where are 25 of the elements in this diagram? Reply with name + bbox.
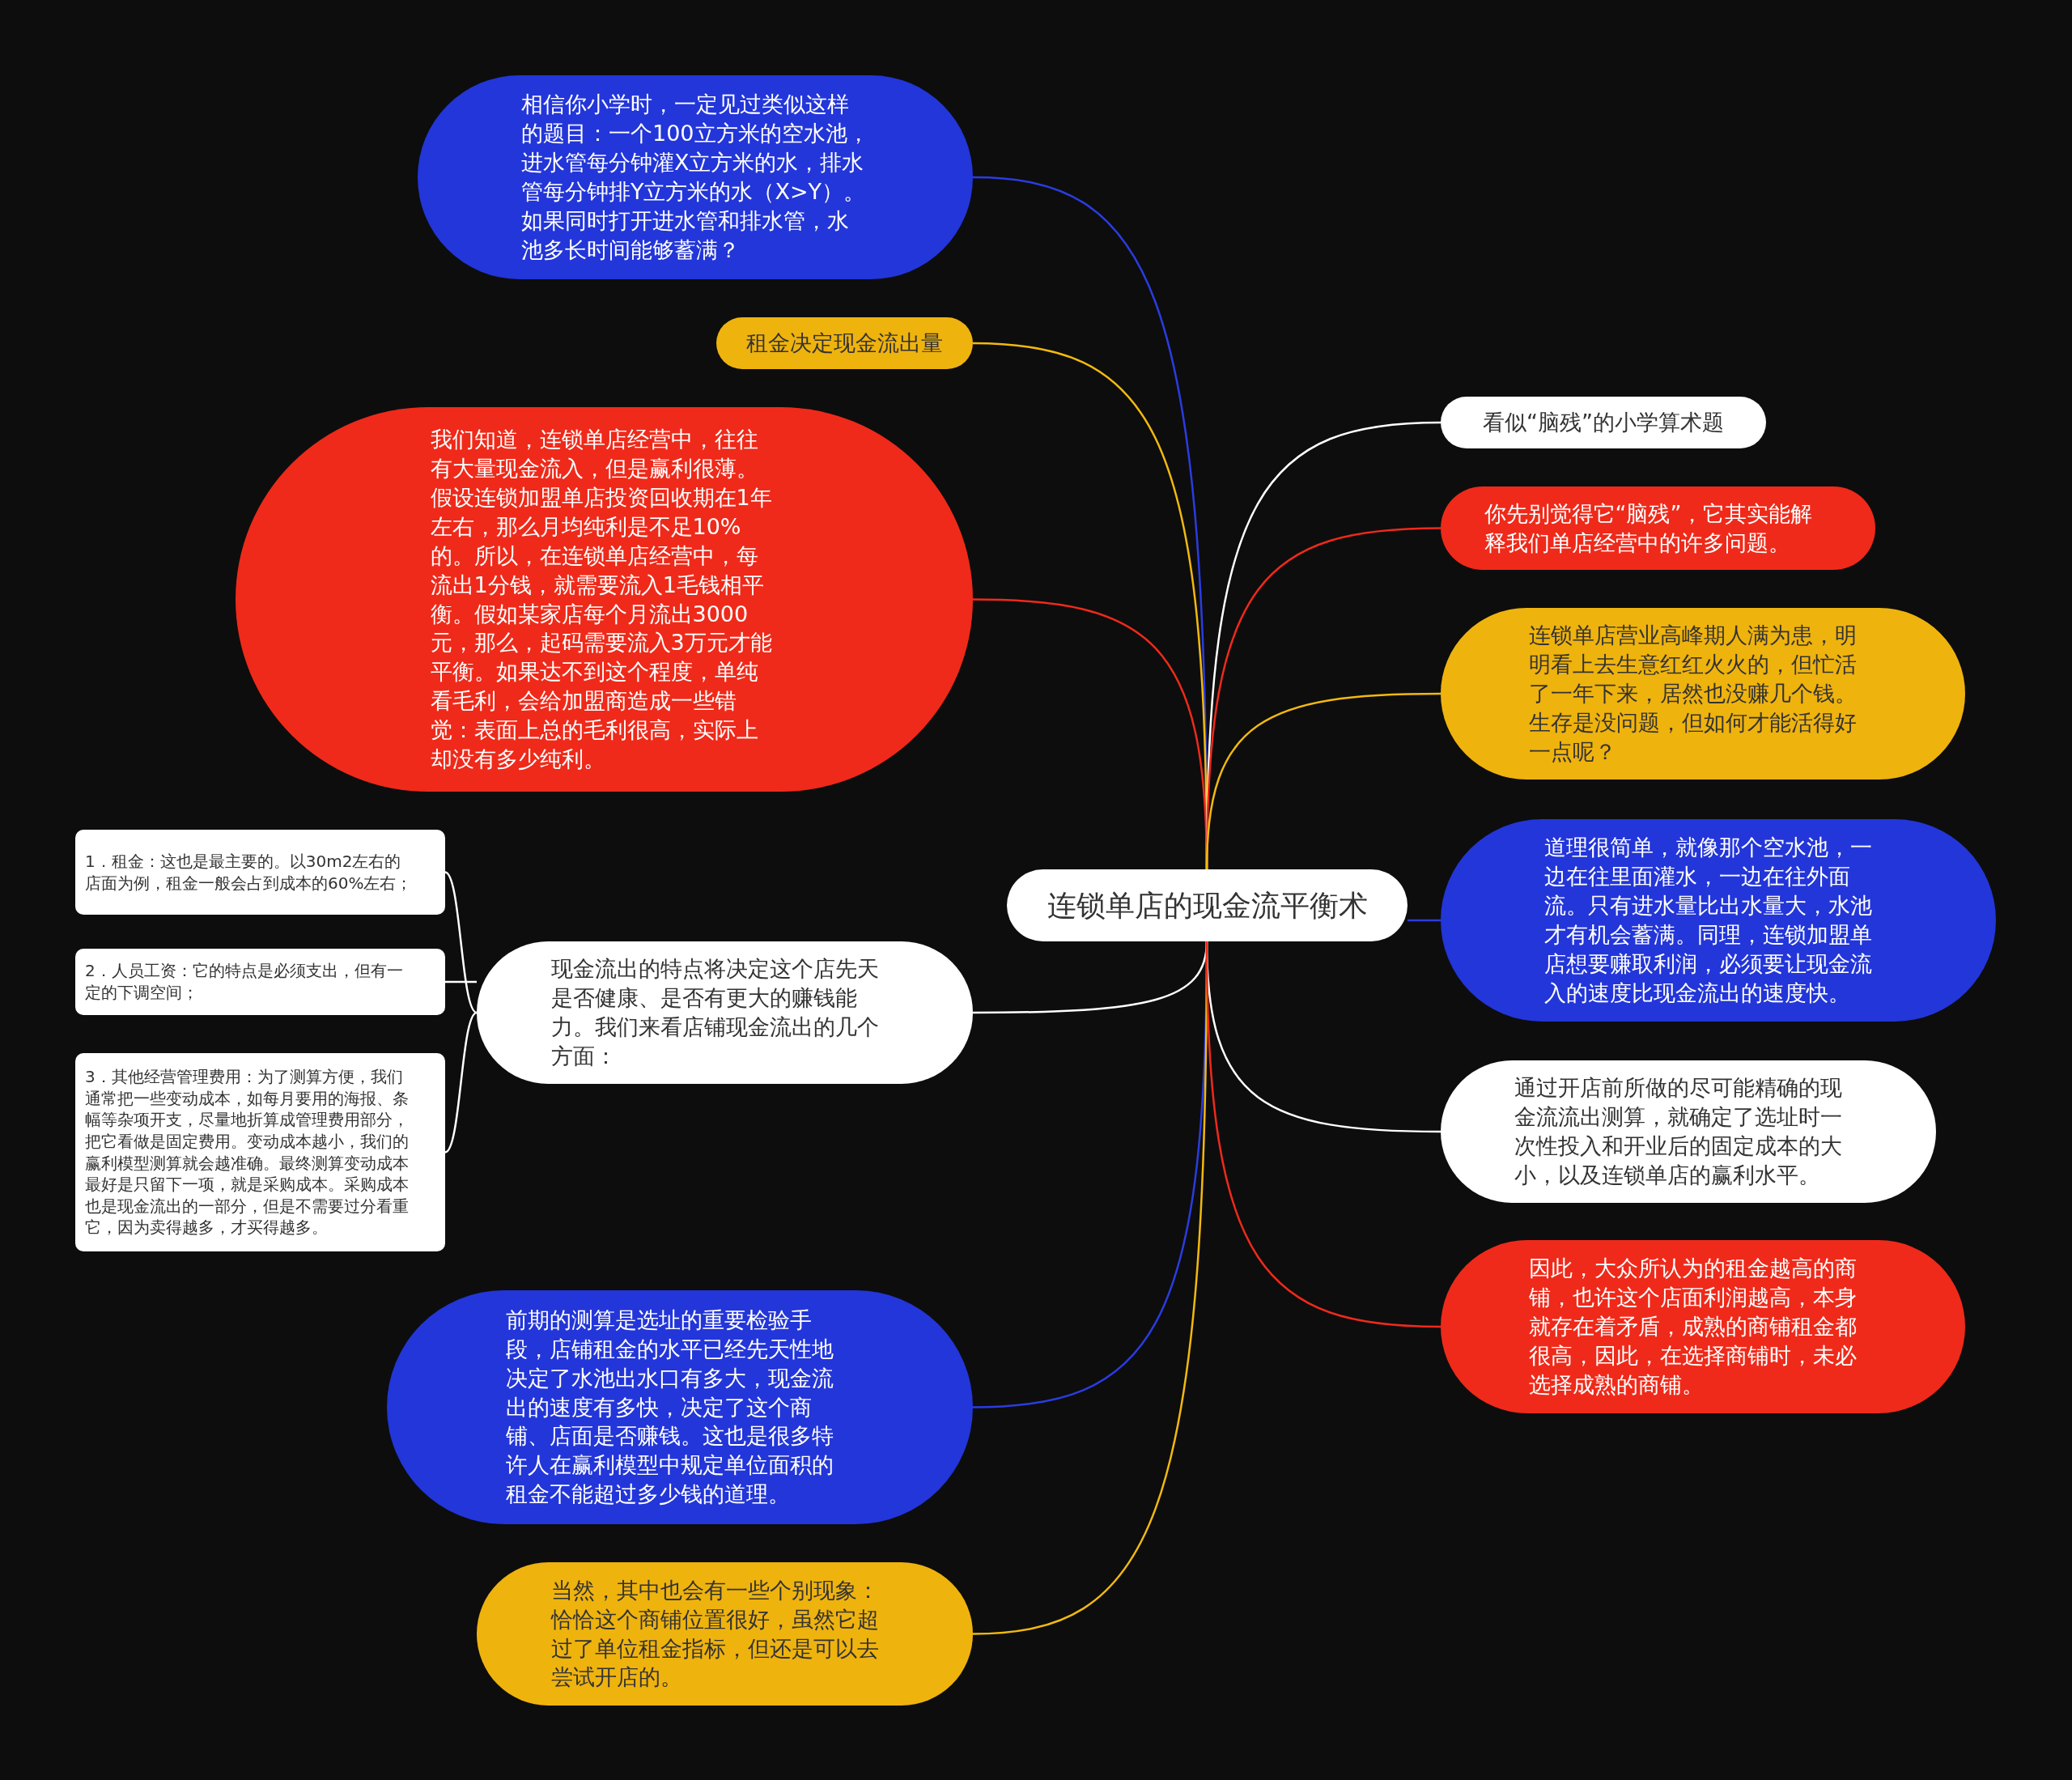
node-text: 因此，大众所认为的租金越高的商铺，也许这个店面利润越高，本身就存在着矛盾，成熟的商铺租金都很高，因此，在选择商铺时，未必选择成熟的商铺。: [1529, 1255, 1858, 1399]
node-text: 我们知道，连锁单店经营中，往往有大量现金流入，但是赢利很薄。假设连锁加盟单店投资回收期在1年左右，那么月均纯利是不足10%的。所以，在连锁单店经营中，每流出1分钱，就需要流入1毛钱相平衡。假如某家店每个月流出3000元，那么，起码需要流入3万元才能平衡。如果达不到这个程度，单纯看毛利，会给加盟商造成一些错觉：表面上总的毛利很高，实际上却没有多少纯利。: [430, 426, 773, 774]
node-text: 看似“脑残”的小学算术题: [1483, 409, 1724, 437]
node-text: 当然，其中也会有一些个别现象：恰恰这个商铺位置很好，虽然它超过了单位租金指标，但还是可以去尝试开店的。: [550, 1576, 880, 1692]
node-text: 现金流出的特点将决定这个店先天是否健康、是否有更大的赚钱能力。我们来看店铺现金流出的几个方面：: [550, 955, 880, 1070]
node-text: 前期的测算是选址的重要检验手段，店铺租金的水平已经先天性地决定了水池出水口有多大，现金流出的速度有多快，决定了这个商铺、店面是否赚钱。这也是很多特许人在赢利模型中规定单位面积的租金不能超过多少钱的道理。: [506, 1306, 834, 1509]
node-text: 道理很简单，就像那个空水池，一边在往里面灌水，一边在往外面流。只有进水量比出水量大，水池才有机会蓄满。同理，连锁加盟单店想要赚取利润，必须要让现金流入的速度比现金流出的速度快。: [1544, 834, 1873, 1007]
node-text: 通过开店前所做的尽可能精确的现金流流出测算，就确定了选址时一次性投入和开业后的固定成本的大小，以及连锁单店的赢利水平。: [1514, 1074, 1843, 1189]
connector-line: [445, 980, 477, 983]
node-text: 3．其他经营管理费用：为了测算方便，我们通常把一些变动成本，如每月要用的海报、条幅等杂项开支，尽量地折算成管理费用部分，把它看做是固定费用。变动成本越小，我们的赢利模型测算就会越准确。最终测算变动成本最好是只留下一项，就是采购成本。采购成本也是现金流出的一部分，但是不需要过分看重它，因为卖得越多，才买得越多。: [85, 1066, 410, 1238]
connector-line: [1408, 919, 1441, 922]
connector-line: [1205, 692, 1441, 870]
note-card: [75, 1053, 445, 1251]
note-card: [75, 830, 445, 915]
connector-line: [444, 1012, 478, 1153]
connector-line: [1205, 941, 1441, 1328]
node-text: 连锁单店的现金流平衡术: [1047, 887, 1368, 924]
node-text: 相信你小学时，一定见过类似这样的题目：一个100立方米的空水池，进水管每分钟灌X立方米的水，排水管每分钟排Y立方米的水（X>Y）。如果同时打开进水管和排水管，水池多长时间能够蓄满？: [521, 91, 869, 264]
node-text: 连锁单店营业高峰期人满为患，明明看上去生意红红火火的，但忙活了一年下来，居然也没赚几个钱。生存是没问题，但如何才能活得好一点呢？: [1529, 622, 1858, 766]
node-text: 你先别觉得它“脑残”，它其实能解释我们单店经营中的许多问题。: [1484, 499, 1814, 557]
node-text: 1．租金：这也是最主要的。以30m2左右的店面为例，租金一般会占到成本的60%左右；: [85, 850, 414, 894]
connector-line: [444, 871, 478, 1013]
note-card: [75, 949, 445, 1015]
node-text: 租金决定现金流出量: [746, 329, 943, 358]
node-text: 2．人员工资：它的特点是必须支出，但有一定的下调空间；: [85, 960, 404, 1004]
